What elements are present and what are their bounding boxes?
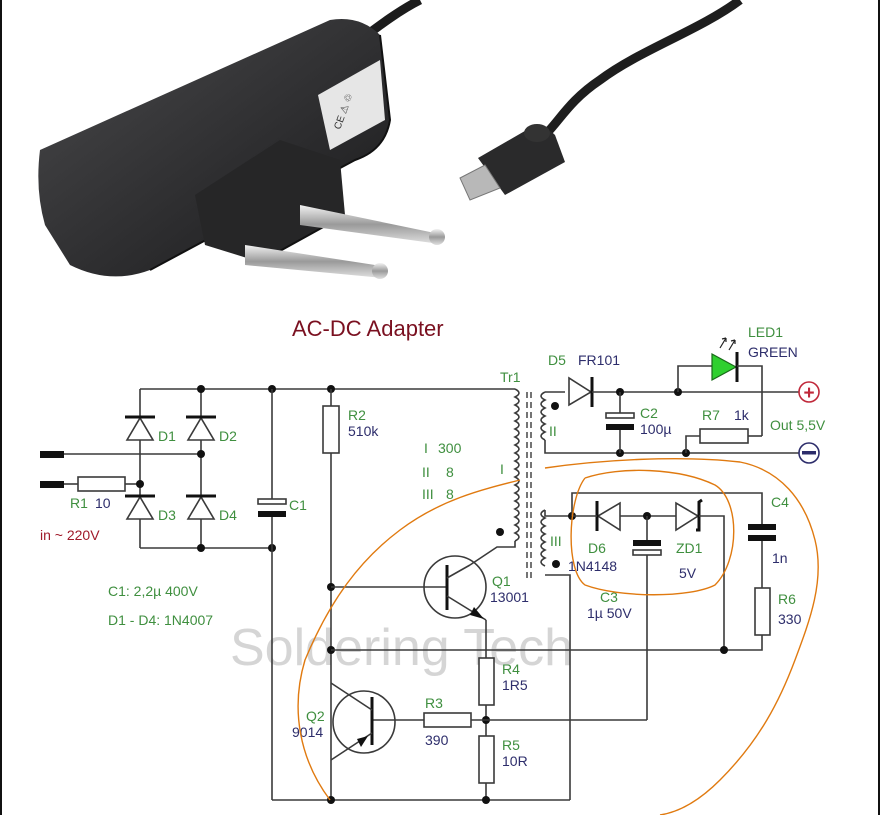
winding-II-label: II [549, 423, 557, 439]
R2-value: 510k [348, 423, 379, 439]
plus-icon: + [803, 383, 814, 404]
watermark: Soldering Tech [230, 619, 573, 677]
resistor-R3 [423, 712, 472, 728]
D6-ref: D6 [588, 540, 606, 556]
eu-plug-pins-icon [245, 205, 445, 279]
R6-ref: R6 [778, 591, 796, 607]
D2-ref: D2 [219, 428, 237, 444]
R1-value: 10 [95, 495, 111, 511]
turns-I: 300 [438, 440, 462, 456]
turns-winding-II: II [422, 464, 430, 480]
capacitor-C4 [748, 524, 776, 541]
capacitor-C2 [605, 412, 635, 430]
R2-ref: R2 [348, 407, 366, 423]
diode-D1 [125, 415, 155, 441]
R1-ref: R1 [70, 495, 88, 511]
ZD1-ref: ZD1 [676, 540, 703, 556]
input-label: in ~ 220V [40, 527, 100, 543]
Q2-value: 9014 [292, 724, 323, 740]
resistor-R1 [77, 476, 126, 492]
Tr1-ref: Tr1 [500, 369, 521, 385]
D3-ref: D3 [158, 507, 176, 523]
left-border [0, 0, 2, 815]
D1-ref: D1 [158, 428, 176, 444]
R4-value: 1R5 [502, 677, 528, 693]
turns-winding-III: III [422, 486, 434, 502]
LED1-ref: LED1 [748, 324, 783, 340]
transformer-Tr1 [496, 388, 560, 580]
ZD1-value: 5V [679, 565, 697, 581]
input-terminal-2 [40, 481, 64, 488]
resistor-R7 [699, 428, 749, 444]
capacitor-C3 [632, 540, 662, 556]
adapter-photo: CE ⚠ ♲ [38, 0, 743, 279]
output-minus-terminal[interactable] [798, 442, 820, 464]
micro-usb-connector-icon [459, 124, 565, 201]
winding-III-label: III [550, 533, 562, 549]
winding-I-label: I [500, 461, 504, 477]
D6-value: 1N4148 [568, 558, 617, 574]
Q1-ref: Q1 [492, 573, 511, 589]
R3-ref: R3 [425, 695, 443, 711]
usb-cable-icon [541, 0, 743, 139]
note-c1: C1: 2,2µ 400V [108, 583, 198, 599]
turns-II: 8 [446, 464, 454, 480]
turns-winding-I: I [424, 440, 428, 456]
capacitor-C1 [257, 498, 287, 517]
C3-value: 1µ 50V [587, 605, 632, 621]
C4-value: 1n [772, 550, 788, 566]
D5-value: FR101 [578, 352, 620, 368]
diode-D6 [595, 501, 621, 532]
D5-ref: D5 [548, 352, 566, 368]
C3-ref: C3 [600, 589, 618, 605]
C1-ref: C1 [289, 497, 307, 513]
R7-value: 1k [734, 407, 750, 423]
zener-ZD1 [675, 498, 703, 532]
minus-icon [802, 451, 816, 455]
output-label: Out 5,5V [770, 417, 826, 433]
output-plus-terminal[interactable]: + [798, 381, 820, 404]
R3-value: 390 [425, 732, 449, 748]
transistor-Q2 [330, 682, 424, 761]
resistor-R2 [322, 405, 340, 454]
diode-D5 [568, 376, 594, 407]
transistor-Q1 [331, 555, 487, 621]
R5-ref: R5 [502, 737, 520, 753]
C2-value: 100µ [640, 421, 671, 437]
LED1-value: GREEN [748, 344, 798, 360]
right-border [878, 0, 880, 815]
D4-ref: D4 [219, 507, 237, 523]
C2-ref: C2 [640, 405, 658, 421]
C4-ref: C4 [771, 494, 789, 510]
diode-D3 [125, 494, 155, 520]
annotation-scribbles [297, 457, 819, 815]
schematic-title: AC-DC Adapter [292, 316, 444, 341]
R6-value: 330 [778, 611, 802, 627]
resistor-R6 [754, 587, 771, 636]
resistor-R5 [478, 735, 495, 784]
wall-adapter-icon: CE ⚠ ♲ [38, 19, 392, 277]
diode-D4 [186, 494, 216, 520]
Q2-ref: Q2 [306, 708, 325, 724]
led-LED1 [711, 337, 739, 382]
Q1-value: 13001 [490, 589, 529, 605]
note-diodes: D1 - D4: 1N4007 [108, 612, 213, 628]
diode-D2 [186, 415, 216, 441]
R7-ref: R7 [702, 407, 720, 423]
input-terminal-1 [40, 451, 64, 458]
R5-value: 10R [502, 753, 528, 769]
resistor-R4 [478, 657, 495, 706]
R4-ref: R4 [502, 661, 520, 677]
turns-III: 8 [446, 486, 454, 502]
